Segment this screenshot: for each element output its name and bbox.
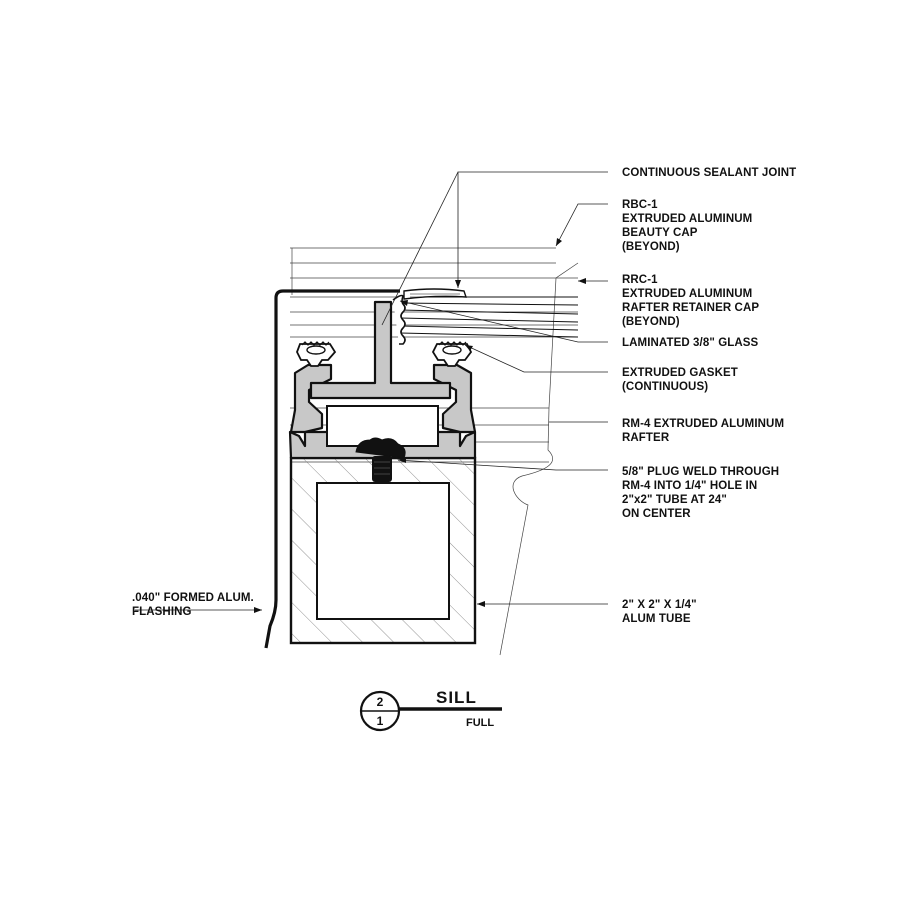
plug-weld	[355, 437, 406, 482]
flashing	[264, 289, 400, 649]
alum-tube	[289, 456, 477, 645]
gasket-right	[431, 341, 473, 367]
detail-scale: FULL	[466, 717, 494, 729]
label-sealant: CONTINUOUS SEALANT JOINT	[622, 167, 796, 179]
annotations: CONTINUOUS SEALANT JOINT RBC-1 EXTRUDED …	[132, 167, 796, 625]
sheet-number: 1	[377, 714, 384, 728]
label-tube-1: 2" X 2" X 1/4"	[622, 599, 697, 611]
leader-lines	[135, 171, 608, 613]
label-weld-1: 5/8" PLUG WELD THROUGH	[622, 466, 779, 478]
label-weld-3: 2"x2" TUBE AT 24"	[622, 494, 727, 506]
label-tube-2: ALUM TUBE	[622, 613, 691, 625]
label-gasket-1: EXTRUDED GASKET	[622, 367, 738, 379]
label-glass: LAMINATED 3/8" GLASS	[622, 337, 759, 349]
label-rrc-4: (BEYOND)	[622, 316, 680, 328]
rafter-inner-web	[326, 405, 439, 447]
label-flashing-2: FLASHING	[132, 606, 192, 618]
label-rrc-1: RRC-1	[622, 274, 658, 286]
label-rbc-4: (BEYOND)	[622, 241, 680, 253]
detail-number: 2	[377, 695, 384, 709]
label-rbc-2: EXTRUDED ALUMINUM	[622, 213, 752, 225]
label-rbc-3: BEAUTY CAP	[622, 227, 698, 239]
detail-title-block: 2 1 SILL FULL	[359, 688, 502, 732]
label-rbc-1: RBC-1	[622, 199, 658, 211]
label-rafter-1: RM-4 EXTRUDED ALUMINUM	[622, 418, 784, 430]
detail-title: SILL	[436, 688, 477, 707]
sealant-joint	[392, 288, 467, 345]
laminated-glass	[399, 296, 579, 338]
rafter-t-stem	[309, 300, 452, 400]
gasket-left	[296, 341, 337, 367]
label-weld-4: ON CENTER	[622, 508, 691, 520]
label-flashing-1: .040" FORMED ALUM.	[132, 592, 254, 604]
label-rafter-2: RAFTER	[622, 432, 670, 444]
label-rrc-2: EXTRUDED ALUMINUM	[622, 288, 752, 300]
label-rrc-3: RAFTER RETAINER CAP	[622, 302, 759, 314]
label-gasket-2: (CONTINUOUS)	[622, 381, 708, 393]
label-weld-2: RM-4 INTO 1/4" HOLE IN	[622, 480, 757, 492]
